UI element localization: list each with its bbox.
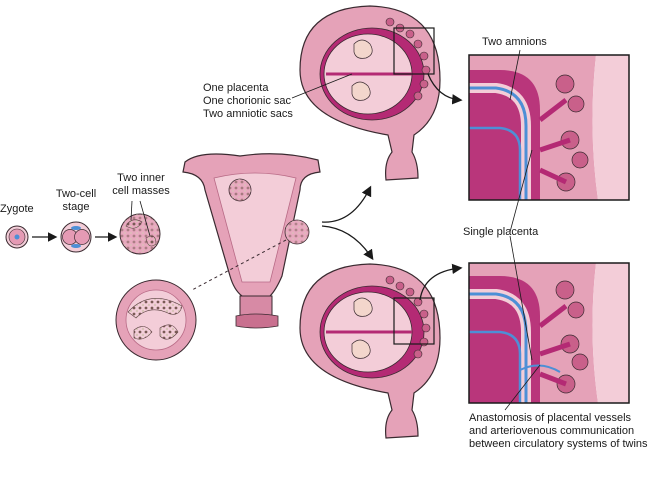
arrow-to-top-outcome [321,185,372,223]
uterus [182,153,321,329]
label-two-amniotic-sacs: Two amniotic sacs [203,108,293,120]
leader-two-amnions [509,49,521,101]
label-two-cell-line2: stage [62,201,90,213]
label-two-amnions: Two amnions [482,36,547,48]
label-anastomosis-line1: Anastomosis of placental vessels [469,412,632,424]
label-inner-line1: Two inner [117,172,165,184]
leader-one-placenta [291,73,353,99]
label-inner-line2: cell masses [112,185,170,197]
label-one-chorionic-sac: One chorionic sac [203,95,292,107]
leader-single-placenta-bottom [509,235,533,361]
zygote-cell [5,225,29,249]
blastocyst-two-inner-cell-masses [119,200,161,255]
label-one-placenta: One placenta [203,82,269,94]
two-cell-embryo [60,221,92,253]
label-anastomosis-line2: and arteriovenous communication [469,425,635,437]
label-zygote: Zygote [0,203,34,215]
leader-single-placenta-top [509,149,533,233]
arrow-zoom-bottom [419,263,463,301]
label-single-placenta: Single placenta [463,226,539,238]
label-anastomosis: Anastomosis of placental vessels and art… [469,412,648,451]
label-anastomosis-line3: between circulatory systems of twins [469,438,648,450]
arrow-to-bottom-outcome [321,225,374,261]
detail-box-top [468,54,630,201]
label-two-inner-cell-masses: Two inner cell masses [108,172,174,198]
implanted-blastocyst-detail [115,279,197,361]
label-placenta-description: One placenta One chorionic sac Two amnio… [203,82,293,121]
arrow-zoom-top [427,73,463,105]
label-two-cell-line1: Two-cell [55,188,97,200]
label-two-cell-stage: Two-cell stage [54,188,98,214]
detail-box-bottom [468,262,630,404]
uterus-top-monochorionic-diamniotic [299,5,441,181]
leader-anastomosis [504,364,541,411]
uterus-bottom-monochorionic-diamniotic [299,263,441,439]
